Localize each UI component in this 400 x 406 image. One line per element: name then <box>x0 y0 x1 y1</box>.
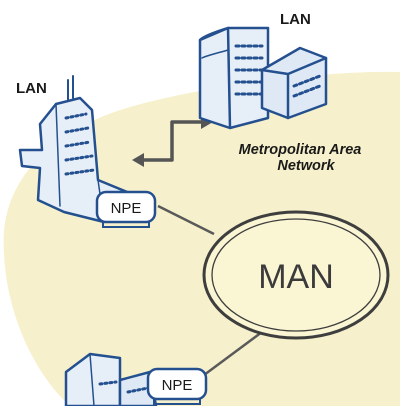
man-ring-icon <box>202 210 390 340</box>
lan-label-left: LAN <box>16 80 47 97</box>
npe-label-bottom: NPE <box>162 377 193 394</box>
building-icon <box>64 352 158 406</box>
lan-label-top: LAN <box>280 11 311 28</box>
network-caption-line2: Network <box>277 158 335 174</box>
man-label: MAN <box>258 258 334 296</box>
npe-device-icon <box>146 367 208 405</box>
link-npe-bottom-to-man <box>199 330 263 380</box>
office-building-icon <box>198 26 328 130</box>
npe-device-icon <box>95 190 157 228</box>
link-npe-top-to-man <box>157 204 215 236</box>
npe-label-top: NPE <box>111 200 142 217</box>
network-caption-line1: Metropolitan Area <box>239 142 362 158</box>
